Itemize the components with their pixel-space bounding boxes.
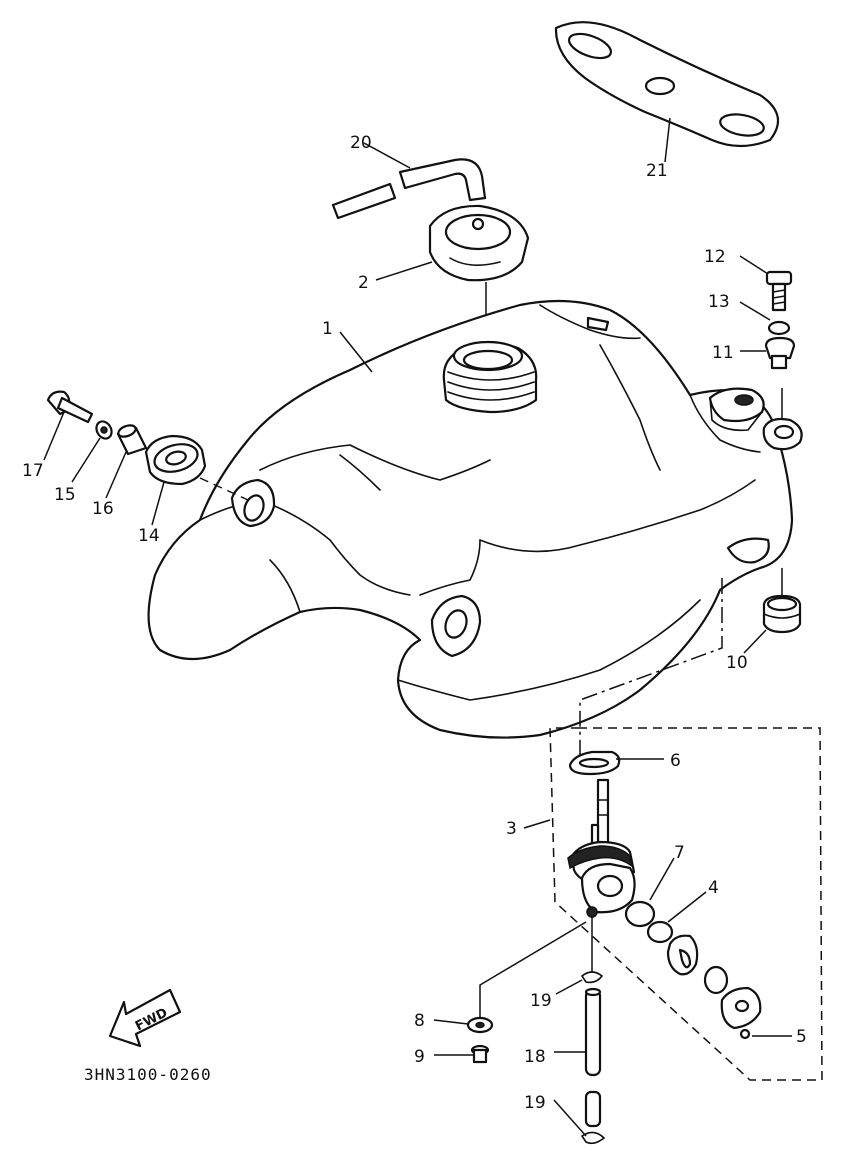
part-o-ring-2: [703, 965, 729, 995]
callout-15: 15: [54, 485, 76, 505]
part-cover-plate: [720, 986, 762, 1030]
callout-20: 20: [350, 133, 372, 153]
part-12-bolt[interactable]: [765, 270, 793, 312]
part-16-collar[interactable]: [116, 423, 148, 456]
part-17-bolt[interactable]: [46, 390, 94, 424]
callout-12: 12: [704, 247, 726, 267]
part-code: 3HN3100-0260: [84, 1065, 212, 1084]
part-10-damper[interactable]: [762, 594, 802, 634]
part-tank-mount-grommet: [762, 417, 803, 451]
callout-3: 3: [506, 819, 517, 839]
callout-11: 11: [712, 343, 734, 363]
callout-10: 10: [726, 653, 748, 673]
part-18-fuel-hose[interactable]: [584, 987, 602, 1077]
part-fuel-cock-body: [567, 778, 636, 918]
callout-7: 7: [674, 843, 685, 863]
part-21-plate[interactable]: [554, 21, 780, 148]
callout-19-lower: 19: [524, 1093, 546, 1113]
callout-2: 2: [358, 273, 369, 293]
part-1-fuel-tank[interactable]: [147, 299, 794, 739]
callout-9: 9: [414, 1047, 425, 1067]
callout-8: 8: [414, 1011, 425, 1031]
callout-1: 1: [322, 319, 333, 339]
part-4-o-ring[interactable]: [646, 920, 674, 944]
part-11-collar[interactable]: [764, 336, 796, 370]
callout-16: 16: [92, 499, 114, 519]
part-8-washer[interactable]: [466, 1016, 494, 1034]
callout-4: 4: [708, 878, 719, 898]
part-7-screen[interactable]: [624, 900, 656, 928]
callout-18: 18: [524, 1047, 546, 1067]
part-13-washer[interactable]: [767, 320, 791, 336]
part-6-gasket[interactable]: [568, 750, 621, 776]
part-20-breather-hose[interactable]: [331, 158, 487, 220]
callout-21: 21: [646, 161, 668, 181]
callout-14: 14: [138, 526, 160, 546]
part-14-damper[interactable]: [144, 434, 207, 486]
callout-5: 5: [796, 1027, 807, 1047]
part-19-clip-upper[interactable]: [580, 971, 604, 984]
part-5-screw[interactable]: [739, 1028, 751, 1040]
part-2-fuel-cap[interactable]: [428, 204, 530, 282]
part-19-clip-lower[interactable]: [580, 1090, 606, 1145]
part-15-washer[interactable]: [93, 419, 114, 442]
callout-6: 6: [670, 751, 681, 771]
callout-13: 13: [708, 292, 730, 312]
part-lever: [666, 934, 699, 976]
callout-17: 17: [22, 461, 44, 481]
fwd-arrow-icon: FWD: [108, 988, 182, 1048]
part-9-screw[interactable]: [470, 1044, 490, 1064]
callout-19-upper: 19: [530, 991, 552, 1011]
